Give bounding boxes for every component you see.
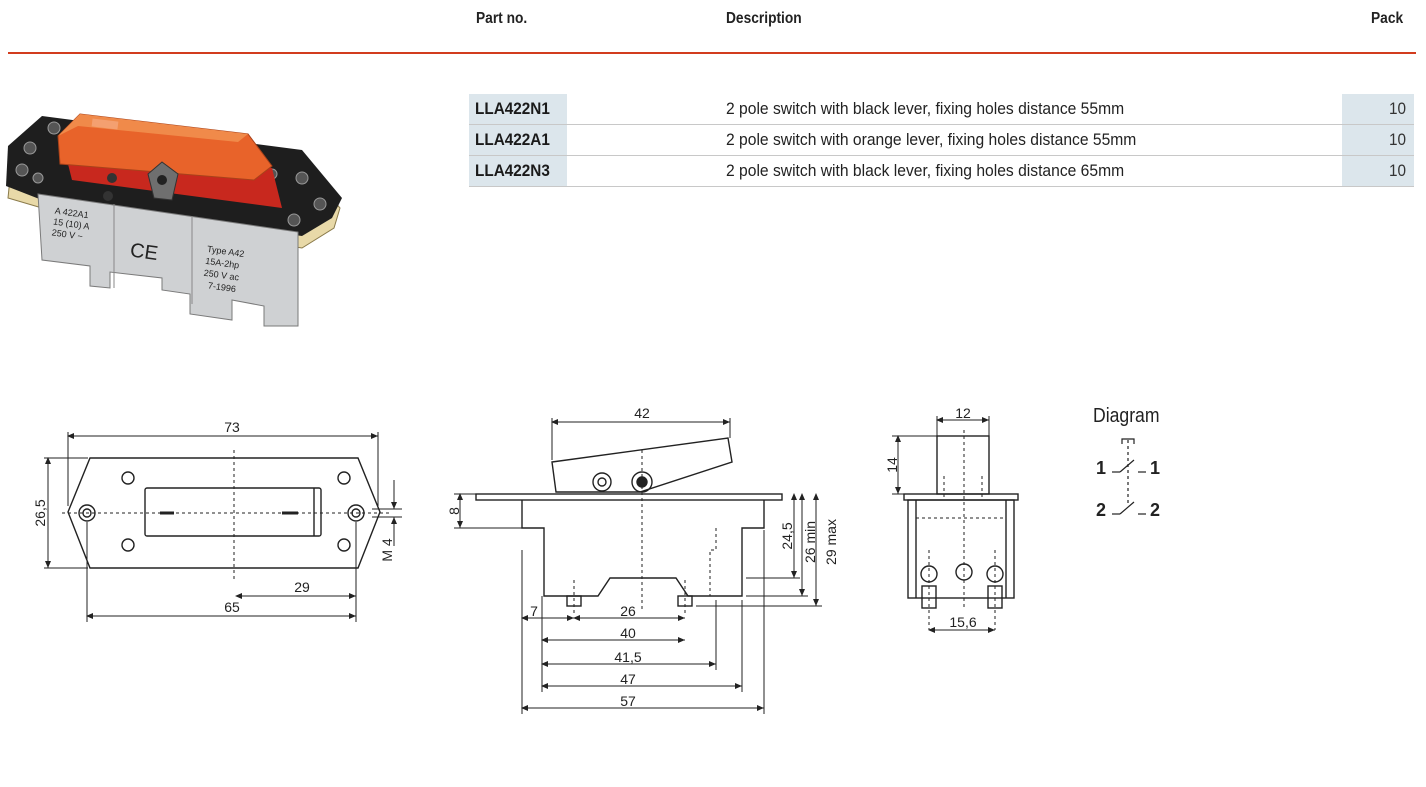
- pole-2-right: 2: [1150, 500, 1160, 520]
- photo-label-right-4: 7-1996: [207, 280, 236, 294]
- photo-label-right-3: 250 V ac: [203, 268, 240, 283]
- pack-quantity: 10: [1389, 130, 1407, 149]
- ce-mark: CE: [129, 239, 160, 265]
- dim-26: 26: [620, 603, 636, 619]
- table-row: LLA422A1 2 pole switch with orange lever…: [469, 125, 1414, 156]
- dim-lever-width: 12: [955, 405, 971, 421]
- dim-40: 40: [620, 625, 636, 641]
- dim-width: 73: [224, 419, 240, 435]
- product-table: LLA422N1 2 pole switch with black lever,…: [469, 94, 1414, 187]
- product-description: 2 pole switch with black lever, fixing h…: [726, 99, 1125, 118]
- header-part-no: Part no.: [476, 10, 528, 27]
- pack-quantity: 10: [1389, 99, 1407, 118]
- dim-height-a: 24,5: [779, 522, 795, 549]
- photo-label-right-2: 15A-2hp: [205, 256, 240, 271]
- pole-1-left: 1: [1096, 458, 1106, 478]
- pole-2-left: 2: [1096, 500, 1106, 520]
- dim-7: 7: [530, 603, 538, 619]
- dim-thread: M 4: [379, 538, 395, 562]
- drawing-side-view: 42 8 24,5 26 min 29 max 7 26 40 41,5 47 …: [446, 405, 839, 714]
- drawing-front-view: 12 14 15,6: [884, 405, 1019, 633]
- part-number: LLA422N3: [475, 161, 550, 180]
- dim-57: 57: [620, 693, 636, 709]
- pole-1-right: 1: [1150, 458, 1160, 478]
- header-pack: Pack: [1371, 10, 1404, 27]
- dim-terminals: 15,6: [949, 614, 976, 630]
- dim-47: 47: [620, 671, 636, 687]
- product-description: 2 pole switch with orange lever, fixing …: [726, 130, 1137, 149]
- pack-quantity: 10: [1389, 161, 1407, 180]
- dim-41-5: 41,5: [614, 649, 641, 665]
- switch-diagram: 1 1 2 2: [1096, 438, 1160, 520]
- photo-label-left-1: A 422A1: [54, 206, 89, 221]
- diagram-title: Diagram: [1093, 405, 1160, 427]
- part-number: LLA422N1: [475, 99, 550, 118]
- dim-lever-length: 42: [634, 405, 650, 421]
- product-description: 2 pole switch with black lever, fixing h…: [726, 161, 1125, 180]
- part-number: LLA422A1: [475, 130, 550, 149]
- header-rule: [8, 52, 1416, 54]
- photo-label-left-3: 250 V ~: [51, 227, 83, 241]
- dim-height-c: 29 max: [823, 519, 839, 565]
- table-row: LLA422N1 2 pole switch with black lever,…: [469, 94, 1414, 125]
- dim-plate: 8: [446, 507, 462, 515]
- dim-height-b: 26 min: [802, 521, 818, 563]
- product-photo: A 422A1 15 (10) A 250 V ~ CE Type A42 15…: [6, 113, 342, 327]
- dim-lever-height: 14: [884, 457, 900, 473]
- dim-height: 26,5: [32, 499, 48, 526]
- dim-hole-span: 65: [224, 599, 240, 615]
- dim-hole-offset: 29: [294, 579, 310, 595]
- table-row: LLA422N3 2 pole switch with black lever,…: [469, 156, 1414, 187]
- header-description: Description: [726, 10, 802, 27]
- drawing-top-view: 73 26,5 29 65 M 4: [32, 419, 402, 622]
